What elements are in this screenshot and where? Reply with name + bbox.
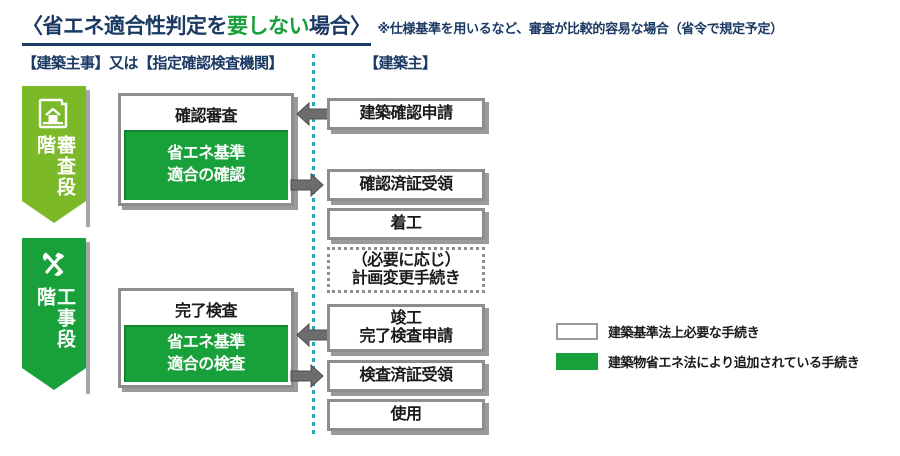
title-row: 〈省エネ適合性判定を要しない場合〉 ※仕様基準を用いるなど、審査が比較的容易な場… — [22, 10, 783, 46]
owner-box-completion-inspection-application: 竣工 完了検査申請 — [327, 304, 485, 352]
box-label: 着工 — [390, 214, 422, 232]
box-label: （必要に応じ） 計画変更手続き — [351, 251, 461, 287]
column-header-authority: 【建築主事】又は【指定確認検査機関】 — [22, 55, 284, 72]
authority-box-completion-inspection: 完了検査 省エネ基準 適合の検査 — [118, 288, 294, 388]
owner-box-building-confirmation-application: 建築確認申請 — [327, 98, 485, 130]
tools-wrench-hammer-icon — [37, 247, 71, 281]
arrow-right-certificate — [290, 172, 324, 198]
box-label: 竣工 完了検査申請 — [359, 309, 453, 345]
stage-banner-review: 審査段階 — [22, 86, 90, 227]
arrow-left-inspection-application — [296, 322, 330, 348]
title-highlight: 要しない — [227, 15, 310, 38]
page-title: 〈省エネ適合性判定を要しない場合〉 — [22, 10, 371, 46]
legend-swatch-white — [556, 323, 598, 340]
authority-box-body: 省エネ基準 適合の検査 — [124, 325, 288, 382]
title-prefix: 〈省エネ適合性判定を — [22, 15, 228, 38]
box-label: 確認済証受領 — [359, 175, 453, 193]
owner-box-confirmation-certificate-receipt: 確認済証受領 — [327, 169, 485, 201]
box-label: 使用 — [390, 405, 422, 423]
authority-box-header: 確認審査 — [124, 99, 288, 130]
stage-banner-review-label: 審査段階 — [34, 135, 75, 198]
owner-box-inspection-certificate-receipt: 検査済証受領 — [327, 360, 485, 392]
banner-edge — [86, 242, 90, 394]
column-divider — [312, 54, 315, 436]
authority-box-body: 省エネ基準 適合の確認 — [124, 130, 288, 200]
legend-label: 建築物省エネ法により追加されている手続き — [608, 355, 860, 370]
blueprint-house-icon — [37, 95, 71, 129]
title-subtitle: ※仕様基準を用いるなど、審査が比較的容易な場合（省令で規定予定） — [377, 21, 784, 36]
banner-edge — [86, 90, 90, 227]
box-label: 検査済証受領 — [359, 366, 453, 384]
stage-banner-review-body: 審査段階 — [22, 86, 90, 227]
box-label: 建築確認申請 — [359, 104, 453, 122]
authority-box-confirmation-review: 確認審査 省エネ基準 適合の確認 — [118, 93, 294, 206]
stage-banner-construction-body: 工事段階 — [22, 238, 90, 394]
owner-box-use: 使用 — [327, 399, 485, 431]
arrow-left-application — [296, 101, 330, 127]
owner-box-plan-change-procedure: （必要に応じ） 計画変更手続き — [327, 247, 485, 293]
legend-swatch-green — [556, 353, 598, 370]
authority-box-header: 完了検査 — [124, 294, 288, 325]
arrow-right-inspection-certificate — [290, 363, 324, 389]
banner-tip — [22, 368, 86, 390]
legend-label: 建築基準法上必要な手続き — [608, 325, 760, 340]
banner-tip — [22, 201, 86, 223]
column-header-owner: 【建築主】 — [364, 55, 437, 72]
legend-item-building-standards-law: 建築基準法上必要な手続き — [556, 322, 859, 341]
owner-box-construction-start: 着工 — [327, 208, 485, 240]
legend-item-energy-saving-law: 建築物省エネ法により追加されている手続き — [556, 352, 860, 371]
stage-banner-construction-label: 工事段階 — [34, 287, 75, 350]
stage-banner-construction: 工事段階 — [22, 238, 90, 394]
legend: 建築基準法上必要な手続き 建築物省エネ法により追加されている手続き — [556, 322, 860, 382]
title-suffix: 場合〉 — [309, 15, 371, 38]
